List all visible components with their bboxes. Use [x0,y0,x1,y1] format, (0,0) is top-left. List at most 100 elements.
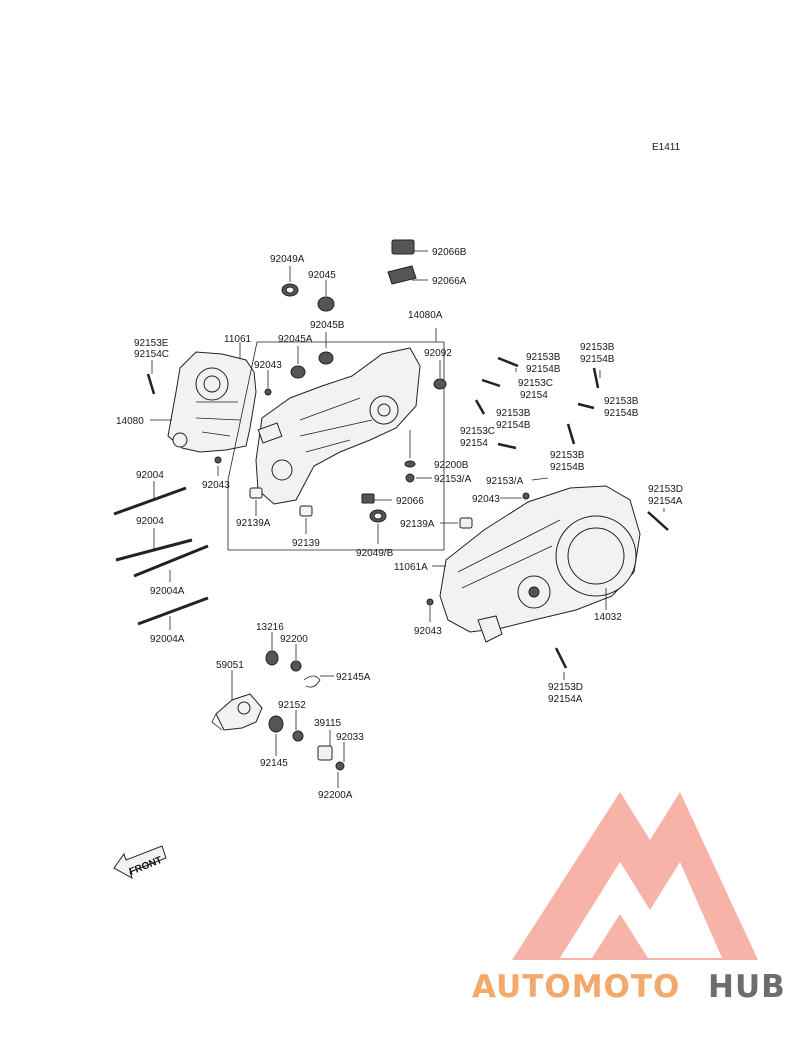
washer-92200 [290,660,302,672]
pin-92139 [299,505,313,517]
part-label: 92153/A [434,474,472,485]
part-label: 92200 [280,634,308,645]
assembly-bracket [227,341,445,551]
part-label: 92033 [336,732,364,743]
grommet-92066B [391,239,415,255]
watermark-text-automoto: AUTOMOTO [472,969,680,1005]
bolt-92153B-2 [592,367,600,389]
part-label: 92154B [580,354,615,365]
stud-92004-1 [113,486,187,516]
spindle-13216 [265,650,279,666]
part-label: 39115 [314,718,342,729]
watermark-text-hub: HUB [708,969,786,1005]
part-label: 92145A [336,672,371,683]
bolt-92153E [146,373,156,395]
part-label: 92066A [432,276,467,287]
part-label: 92043 [202,480,230,491]
part-label: 13216 [256,622,284,633]
dowel-92043-1 [264,388,272,396]
transmission-cover-11061A [439,485,641,643]
part-label: 11061 [224,334,252,345]
plug-92066 [361,493,375,504]
washer-92200B [404,460,416,468]
part-label: 92154A [648,496,683,507]
part-label: 92004 [136,516,164,527]
grommet-92066A [387,265,417,285]
part-label: 92154 [460,438,488,449]
part-label: 92153E [134,338,169,349]
watermark-triangle-core [592,914,648,958]
part-label: 92154B [496,420,531,431]
part-label: 92153B [526,352,561,363]
part-label: 92153D [648,484,683,495]
part-label: 92153B [580,342,615,353]
dowel-92043-3 [522,492,530,500]
bolt-92153C-2 [474,399,486,415]
watermark-triangle-inner [560,862,722,958]
bearing-92049A [281,283,299,297]
part-label: 92153D [548,682,583,693]
part-label: 92154B [550,462,585,473]
part-label: 92004A [150,586,185,597]
bearing-92045 [317,296,335,312]
part-label: 92154C [134,349,169,360]
part-label: 92154A [548,694,583,705]
bearing-92045A [290,365,306,379]
bolt-92153A [405,473,415,483]
crankcase-right-14080A [255,347,421,505]
front-direction-arrow: FRONT [113,845,167,880]
washer-92152 [292,730,304,742]
part-label: 92043 [254,360,282,371]
part-label: 92153C [518,378,553,389]
part-label: 92066B [432,247,467,258]
part-label: 92154B [526,364,561,375]
diagram-code: E1411 [652,142,681,153]
part-label: 92139A [400,519,435,530]
part-label: 92153B [550,450,585,461]
leader-lines [150,250,665,788]
part-label: 14080 [116,416,144,427]
bolt-92153D-2 [554,647,568,669]
bolt-92153B-4 [497,442,517,450]
seal-92049B [369,509,387,523]
part-label: 92145 [260,758,288,769]
bolt-92153B-1 [497,356,519,368]
part-label: 92152 [278,700,306,711]
part-label: 92154 [520,390,548,401]
part-label: 92045 [308,270,336,281]
part-label: 92043 [414,626,442,637]
part-label: 92049A [270,254,305,265]
dowel-92043-2 [214,456,222,464]
part-label: 92200A [318,790,353,801]
kick-gear-59051 [211,693,263,731]
bolt-92153D-1 [647,511,669,531]
part-label: 14032 [594,612,622,623]
part-label: 92049/B [356,548,394,559]
part-label: 92153/A [486,476,524,487]
part-labels: 92066B 92066A 92049A 92045 92045B 92045A… [116,247,683,801]
bearing-92045B [318,351,334,365]
bolt-92153B-3 [577,402,595,410]
part-label: 92153B [496,408,531,419]
part-label: 92139 [292,538,320,549]
stud-92004A-1 [133,544,209,578]
part-label: 92154B [604,408,639,419]
spring-92145A [303,675,321,688]
dowel-92043-4 [426,598,434,606]
pin-92139A-2 [459,517,473,529]
part-label: 92200B [434,460,469,471]
part-label: 92004A [150,634,185,645]
part-label: 14080A [408,310,443,321]
part-label: 92139A [236,518,271,529]
washer-92200A [335,761,345,771]
part-label: 92153B [604,396,639,407]
part-label: 92043 [472,494,500,505]
part-label: 92066 [396,496,424,507]
bolt-92153C-1 [481,378,501,388]
crankcase-left-14080 [167,351,257,453]
pin-92139A-1 [249,487,263,499]
part-label: 92004 [136,470,164,481]
part-label: 92045B [310,320,345,331]
spring-92145 [268,715,284,733]
